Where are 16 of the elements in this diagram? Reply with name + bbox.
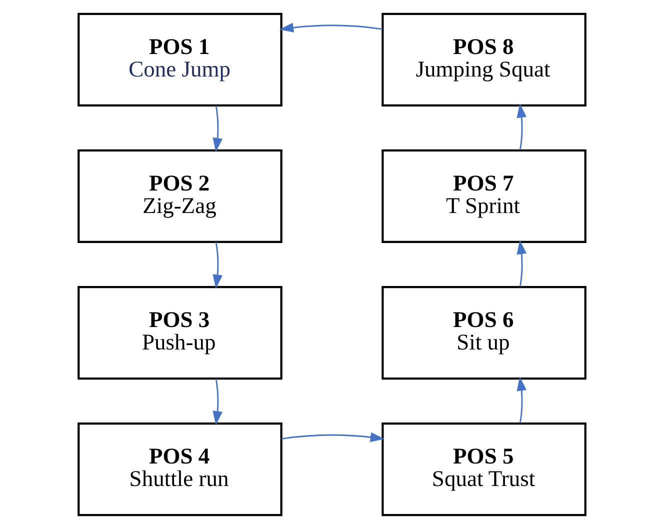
arrow — [279, 22, 382, 32]
node-box: POS 4 Shuttle run — [78, 422, 282, 516]
node-box: POS 8 Jumping Squat — [382, 12, 586, 106]
arrow — [212, 242, 222, 289]
arrow — [516, 376, 527, 424]
arrow — [212, 378, 222, 426]
arrow — [281, 432, 384, 442]
node-box: POS 7 T Sprint — [382, 149, 586, 244]
arrow — [212, 106, 222, 152]
node-box: POS 5 Squat Trust — [382, 422, 586, 516]
arrow — [516, 240, 527, 287]
arrow — [516, 104, 527, 150]
node-box: POS 6 Sit up — [382, 286, 586, 380]
node-box: POS 1 Cone Jump — [78, 12, 282, 106]
node-box: POS 2 Zig-Zag — [78, 149, 282, 244]
node-box: POS 3 Push-up — [78, 286, 282, 380]
